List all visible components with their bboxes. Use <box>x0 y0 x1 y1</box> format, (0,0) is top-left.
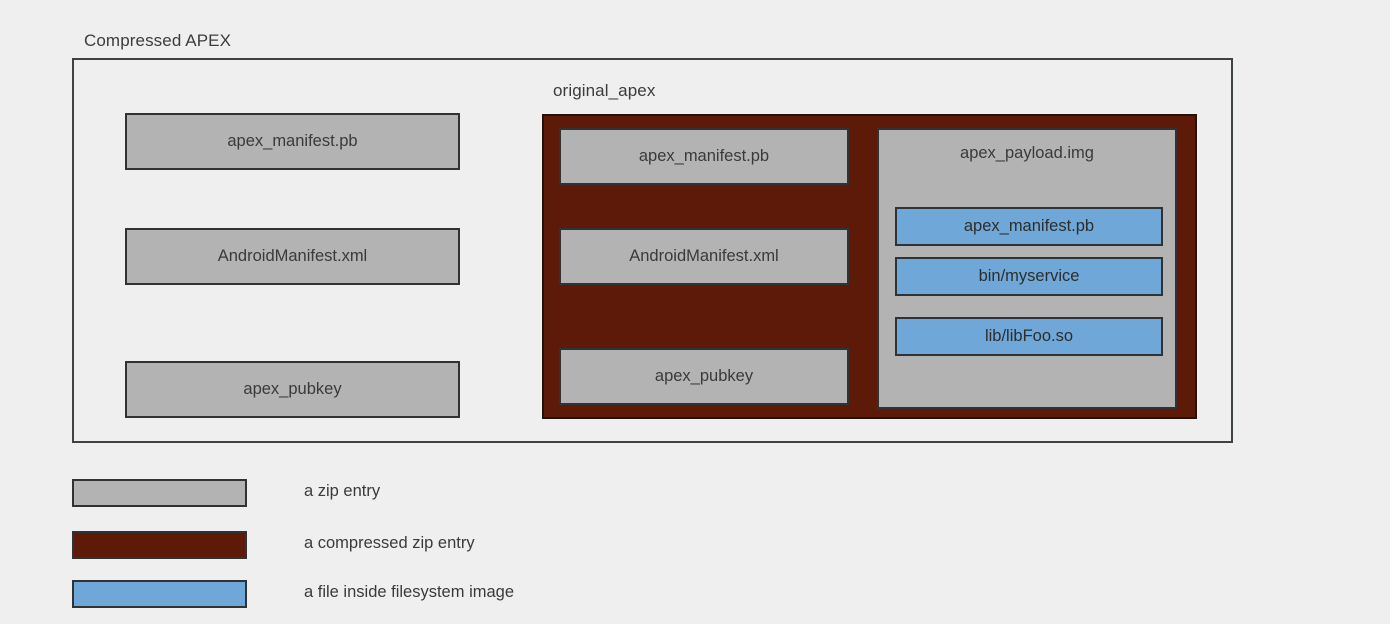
compressed-apex-label: Compressed APEX <box>84 31 232 50</box>
legend-swatch-filesystem-file <box>72 580 247 608</box>
fs-file-bin-myservice: bin/myservice <box>895 257 1163 296</box>
fs-file-apex-manifest-pb: apex_manifest.pb <box>895 207 1163 246</box>
legend-swatch-zip-entry <box>72 479 247 507</box>
legend-label-filesystem-file: a file inside filesystem image <box>304 583 515 601</box>
apex-payload-img-container: apex_payload.img apex_manifest.pb bin/my… <box>877 128 1177 409</box>
original-apex-compressed-container: apex_manifest.pb AndroidManifest.xml ape… <box>542 114 1197 419</box>
inner-zip-entry-apex-manifest-pb: apex_manifest.pb <box>559 128 849 185</box>
fs-file-lib-libfoo-so: lib/libFoo.so <box>895 317 1163 356</box>
zip-entry-apex-pubkey: apex_pubkey <box>125 361 460 418</box>
original-apex-label: original_apex <box>553 81 656 100</box>
legend-label-compressed-zip-entry: a compressed zip entry <box>304 534 475 552</box>
zip-entry-androidmanifest-xml: AndroidManifest.xml <box>125 228 460 285</box>
inner-zip-entry-androidmanifest-xml: AndroidManifest.xml <box>559 228 849 285</box>
inner-zip-entry-apex-pubkey: apex_pubkey <box>559 348 849 405</box>
legend-swatch-compressed-zip-entry <box>72 531 247 559</box>
legend-label-zip-entry: a zip entry <box>304 482 381 500</box>
apex-payload-img-label: apex_payload.img <box>960 144 1094 162</box>
zip-entry-apex-manifest-pb: apex_manifest.pb <box>125 113 460 170</box>
